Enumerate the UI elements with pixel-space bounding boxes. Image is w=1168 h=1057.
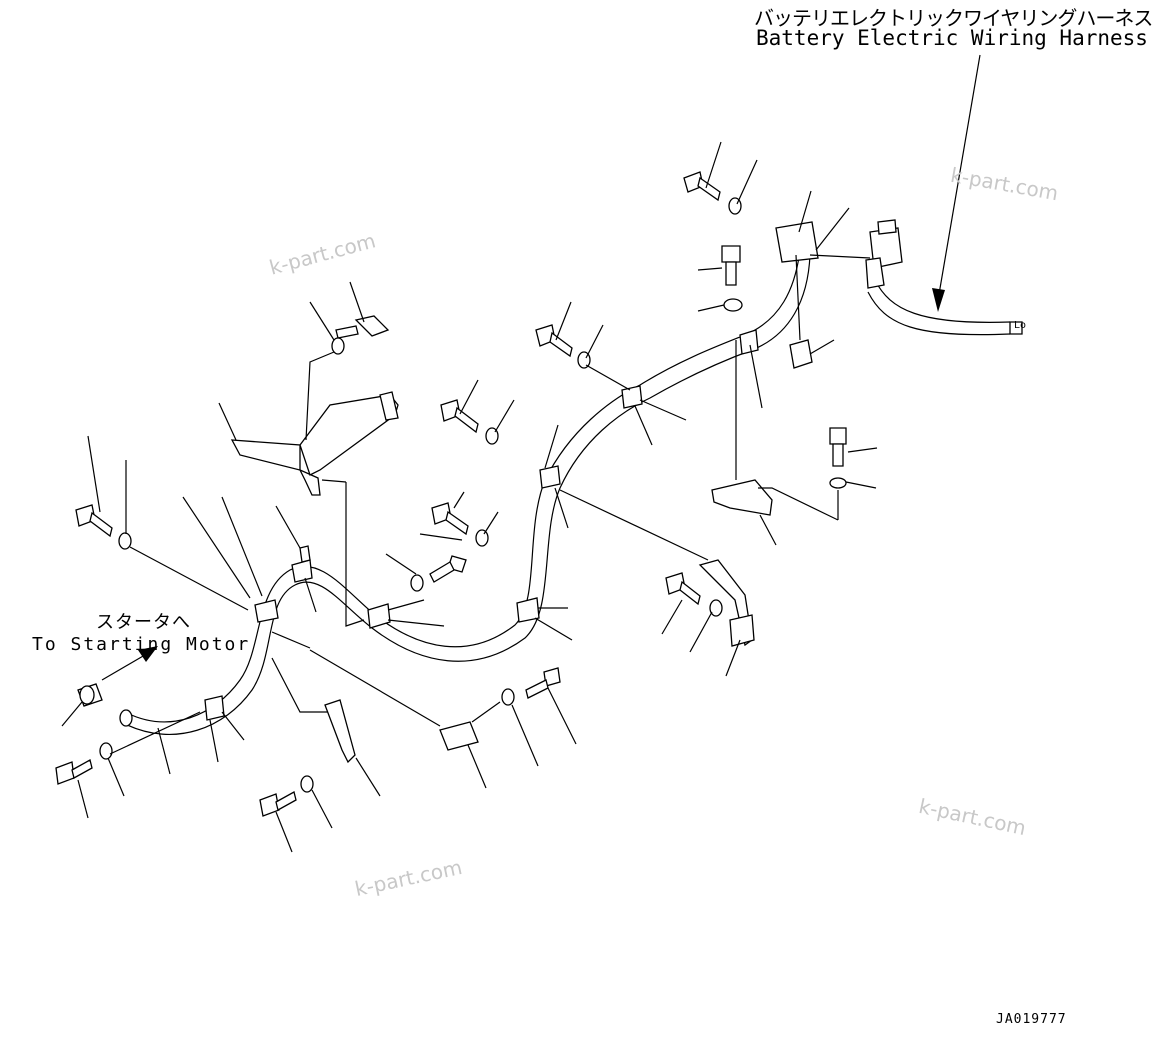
bolt <box>55 759 93 785</box>
brackets <box>230 391 773 764</box>
harness-clamps <box>204 221 819 721</box>
battery-harness-label-en: Battery Electric Wiring Harness <box>756 26 1148 50</box>
bolt <box>440 399 479 434</box>
battery-harness-label-jp: バッテリエレクトリックワイヤリングハーネス <box>754 6 1153 30</box>
bolt <box>525 667 561 699</box>
bolt <box>429 555 467 583</box>
bolt <box>75 504 113 538</box>
bolt <box>683 171 721 202</box>
leader-lines <box>61 141 878 853</box>
drawing-id: JA019777 <box>996 1012 1067 1027</box>
bolt <box>665 572 701 606</box>
main-harness <box>124 225 811 736</box>
starter-terminal <box>77 683 133 727</box>
starter-label-en: To Starting Motor <box>32 634 251 655</box>
bolt <box>721 245 741 286</box>
battery-arrow <box>932 54 981 312</box>
bolt <box>259 791 297 817</box>
bolt <box>535 324 573 358</box>
bolt <box>829 427 847 467</box>
battery-harness-branch <box>865 219 1023 336</box>
bolts-and-washers <box>55 171 847 817</box>
bolt <box>431 502 469 536</box>
connector-tag: Lo <box>1014 320 1027 331</box>
starter-label-jp: スタータへ <box>96 612 191 633</box>
bolt <box>335 315 390 339</box>
starter-arrow <box>101 646 158 681</box>
